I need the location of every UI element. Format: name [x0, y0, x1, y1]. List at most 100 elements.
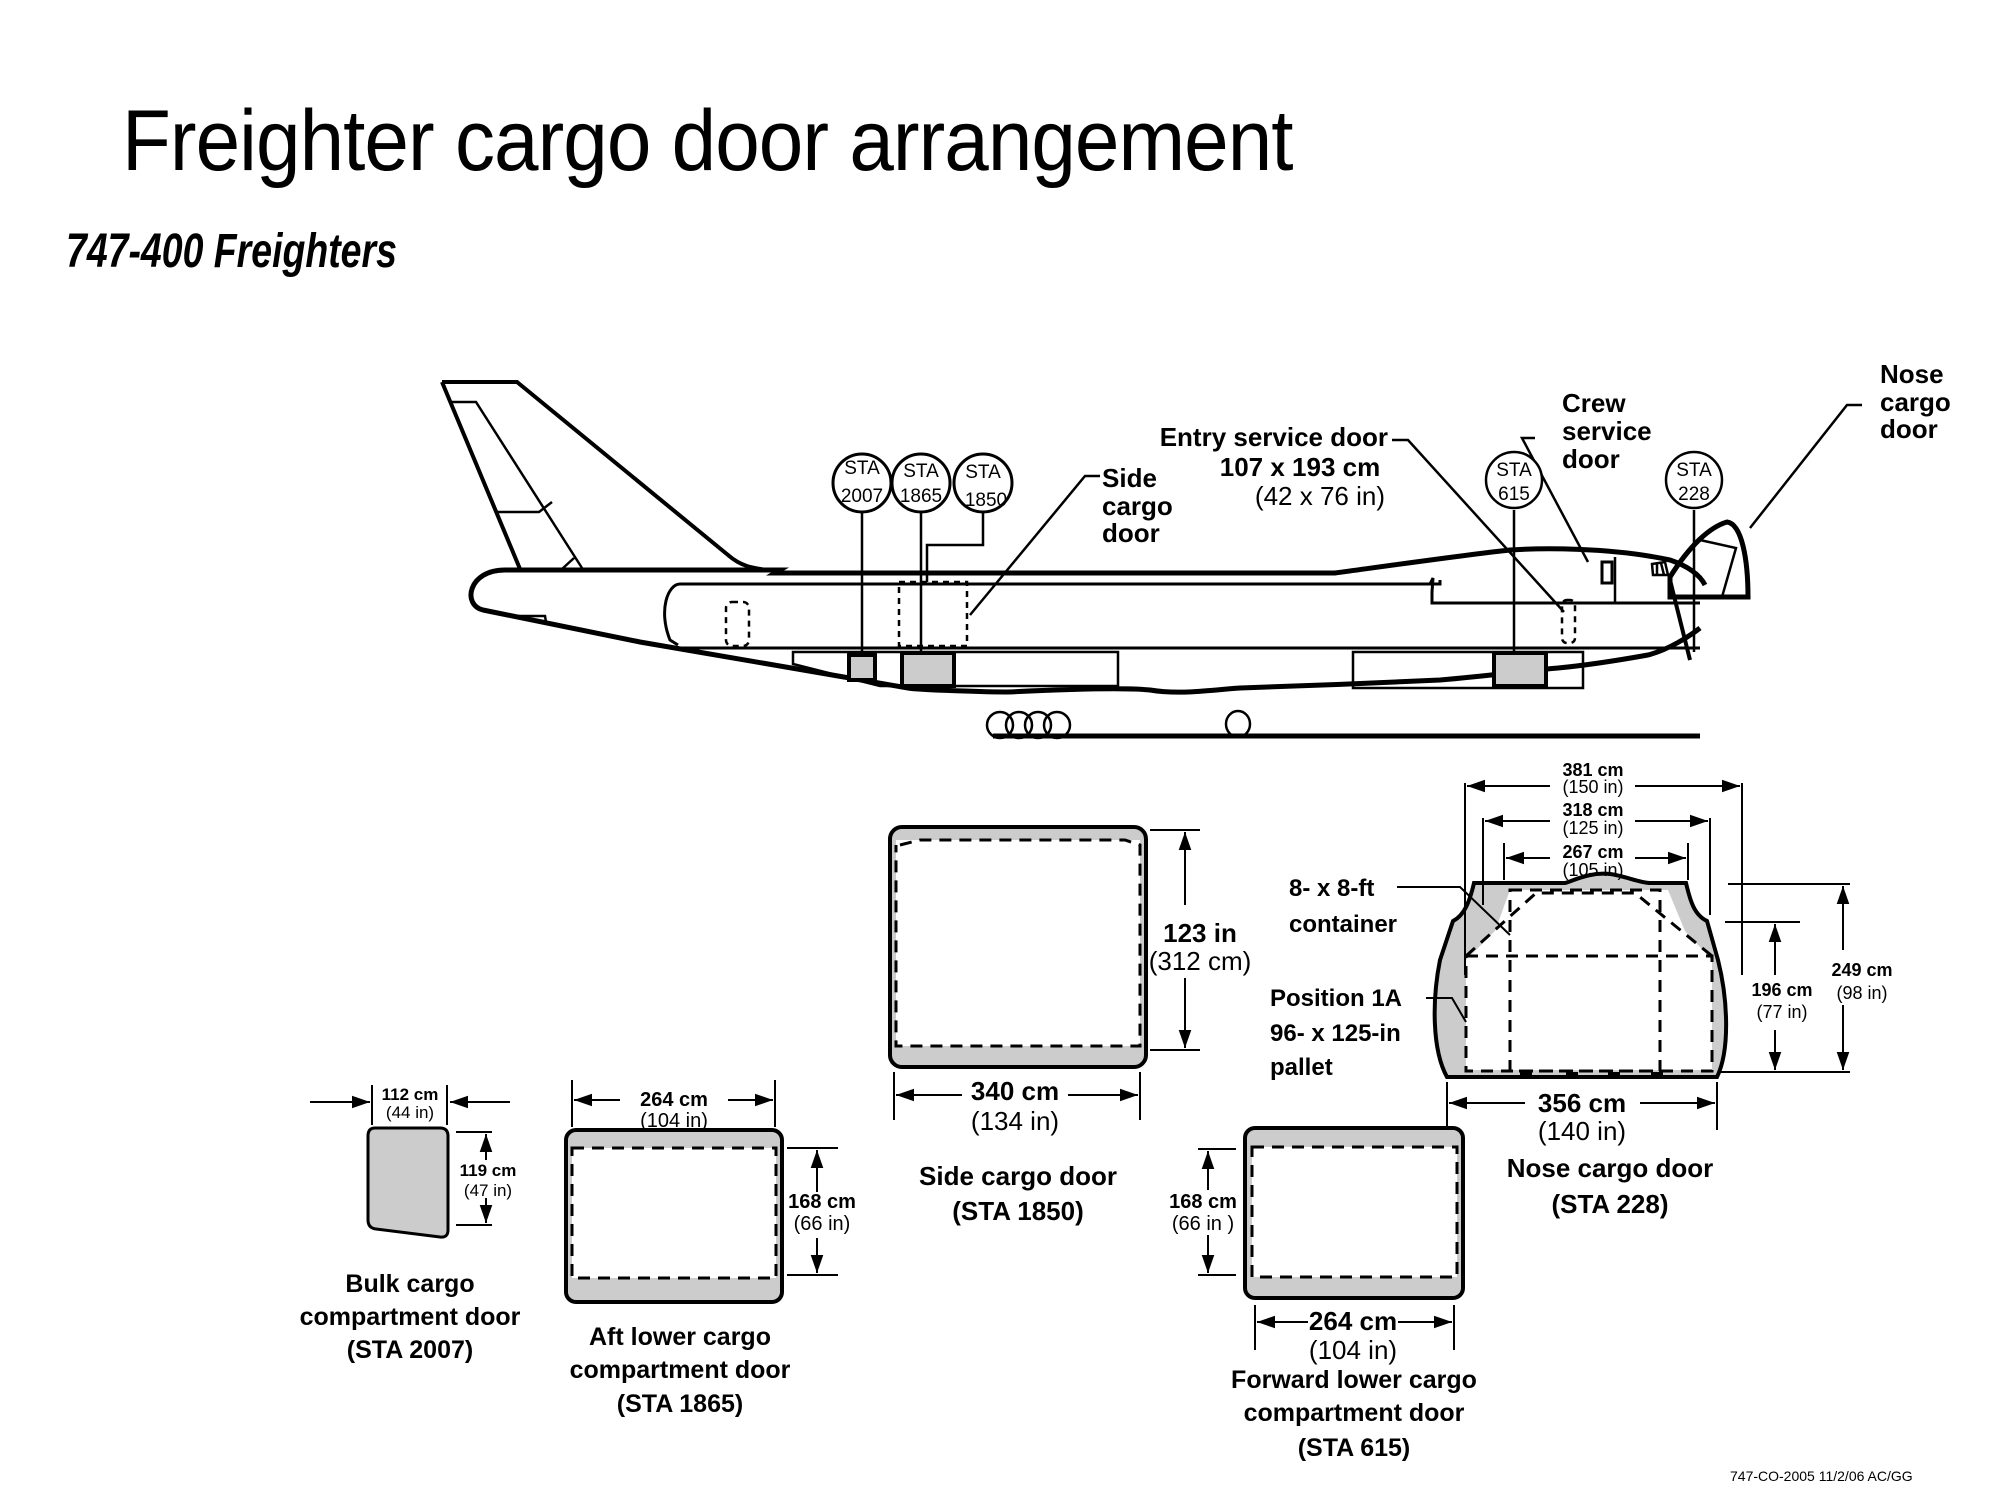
nose-lower — [1668, 579, 1692, 661]
container-label: 8- x 8-ft — [1289, 875, 1374, 902]
side-cargo-door-callout: Side cargo door — [1102, 463, 1173, 548]
vertical-stabilizer-leading — [440, 381, 522, 570]
entry-service-door-leader — [1392, 438, 1565, 613]
nose-caption: Nose cargo door — [1507, 1153, 1714, 1183]
fwd-lower-door-clear-opening — [1250, 1145, 1459, 1279]
nose-height-inner-cm: 196 cm — [1751, 980, 1812, 1000]
bulk-width-cm: 112 cm — [382, 1085, 439, 1104]
side-door-opening — [896, 840, 1140, 1046]
fwd-lower-width-in: (104 in) — [1309, 1335, 1397, 1365]
station-prefix: STA — [1676, 460, 1712, 481]
nose-bottom-width-cm: 356 cm — [1538, 1088, 1626, 1118]
bulk-door-marker — [847, 653, 877, 682]
aft-lower-width-cm: 264 cm — [640, 1089, 708, 1111]
bulk-caption: compartment door — [300, 1303, 521, 1331]
nose-caption: (STA 228) — [1551, 1189, 1668, 1219]
station-prefix: STA — [903, 461, 939, 482]
vertical-stabilizer — [442, 380, 781, 575]
aft-wing-fairing — [791, 650, 1120, 688]
main-deck-outline — [663, 580, 1442, 647]
nose-radome-line — [1699, 538, 1738, 598]
callout-line: door — [1562, 444, 1620, 474]
aft-lower-door-clear-opening — [570, 1146, 778, 1280]
station-number: 615 — [1498, 484, 1530, 505]
callout-line: Side — [1102, 463, 1157, 493]
side-width-cm: 340 cm — [971, 1076, 1059, 1106]
sta-1850-leader-line — [925, 512, 985, 582]
aft-lower-caption: Aft lower cargo — [589, 1323, 771, 1351]
nose-height-outer-cm: 249 cm — [1831, 960, 1892, 980]
nose-cargo-door-leader — [1749, 403, 1862, 529]
side-width-in: (134 in) — [971, 1106, 1059, 1136]
nose-width-in: (105 in) — [1562, 860, 1623, 880]
side-caption: (STA 1850) — [952, 1196, 1084, 1226]
nose-bottom-width-in: (140 in) — [1538, 1116, 1626, 1146]
callout-label: Entry service door — [1160, 422, 1388, 452]
crew-service-door-marker — [1600, 560, 1614, 585]
callout-size-cm: 107 x 193 cm — [1220, 452, 1380, 482]
fwd-lower-height-in: (66 in ) — [1172, 1213, 1234, 1235]
nose-landing-gear — [1224, 709, 1252, 739]
nose-width-in: (150 in) — [1562, 777, 1623, 797]
pallet-label: pallet — [1270, 1054, 1333, 1081]
aft-lower-cargo-door-diagram: 264 cm (104 in) 168 cm (66 in) Aft lower… — [564, 1080, 856, 1418]
cockpit-window — [1650, 560, 1670, 577]
callout-line: cargo — [1880, 387, 1951, 417]
aft-entry-door-marker — [724, 600, 751, 648]
fwd-lower-height-cm: 168 cm — [1169, 1191, 1237, 1213]
nose-cargo-door-diagram: 381 cm (150 in) 318 cm (125 in) 267 cm (… — [1270, 760, 1893, 1219]
bulk-caption: (STA 2007) — [347, 1336, 473, 1364]
crew-service-door-leader — [1519, 436, 1590, 563]
aft-lower-height-in: (66 in) — [794, 1213, 851, 1235]
callout-line: cargo — [1102, 491, 1173, 521]
fwd-lower-door-marker — [1492, 651, 1548, 688]
callout-line: Crew — [1562, 388, 1626, 418]
callout-line: door — [1880, 414, 1938, 444]
station-prefix: STA — [1496, 460, 1532, 481]
deck-step — [1400, 577, 1700, 605]
station-marker-sta-1850: STA 1850 — [952, 452, 1014, 514]
aircraft-side-view — [440, 380, 1862, 740]
container-label: container — [1289, 911, 1397, 938]
side-height-cm: (312 cm) — [1149, 946, 1252, 976]
tail-cone — [468, 567, 1702, 695]
pallet-leader — [1426, 997, 1467, 1023]
nose-door-interior — [1466, 890, 1712, 1070]
callout-line: door — [1102, 518, 1160, 548]
aft-lower-width-in: (104 in) — [640, 1110, 708, 1132]
fwd-wing-fairing — [1351, 650, 1585, 690]
station-prefix: STA — [844, 458, 880, 479]
fwd-lower-caption: Forward lower cargo — [1231, 1366, 1477, 1394]
station-marker-sta-1865: STA 1865 — [890, 452, 952, 514]
station-prefix: STA — [965, 462, 1001, 483]
fwd-lower-caption: compartment door — [1244, 1399, 1465, 1427]
tail-fairing — [513, 614, 548, 623]
station-number: 1850 — [965, 490, 1007, 511]
aft-lower-door-marker — [900, 651, 956, 688]
side-cargo-door-leader — [969, 474, 1100, 616]
station-marker-sta-2007: STA 2007 — [831, 452, 893, 514]
entry-service-door-callout: Entry service door 107 x 193 cm (42 x 76… — [1160, 422, 1388, 511]
rudder-outline — [452, 400, 584, 570]
entry-service-door-marker — [1560, 598, 1577, 645]
fwd-lower-width-cm: 264 cm — [1309, 1306, 1397, 1336]
station-marker-sta-228: STA 228 — [1664, 450, 1724, 510]
pallet-label: 96- x 125-in — [1270, 1020, 1401, 1047]
fwd-lower-door-opening — [1252, 1147, 1457, 1277]
station-marker-sta-615: STA 615 — [1484, 450, 1544, 510]
nose-width-in: (125 in) — [1562, 818, 1623, 838]
nose-width-cm: 381 cm — [1562, 760, 1623, 780]
pallet-locks — [1520, 1072, 1663, 1078]
station-number: 228 — [1678, 484, 1710, 505]
callout-size-in: (42 x 76 in) — [1255, 481, 1385, 511]
bulk-height-cm: 119 cm — [460, 1161, 517, 1180]
station-number: 2007 — [841, 486, 883, 507]
nose-cargo-door-outline — [1667, 519, 1751, 600]
page-subtitle: 747-400 Freighters — [66, 225, 397, 278]
aft-lower-door-opening — [572, 1148, 776, 1278]
fwd-lower-caption: (STA 615) — [1298, 1434, 1411, 1462]
nose-height-inner-in: (77 in) — [1756, 1002, 1807, 1022]
nose-height-outer-in: (98 in) — [1836, 983, 1887, 1003]
bulk-height-in: (47 in) — [464, 1181, 512, 1200]
aft-lower-caption: (STA 1865) — [617, 1390, 743, 1418]
